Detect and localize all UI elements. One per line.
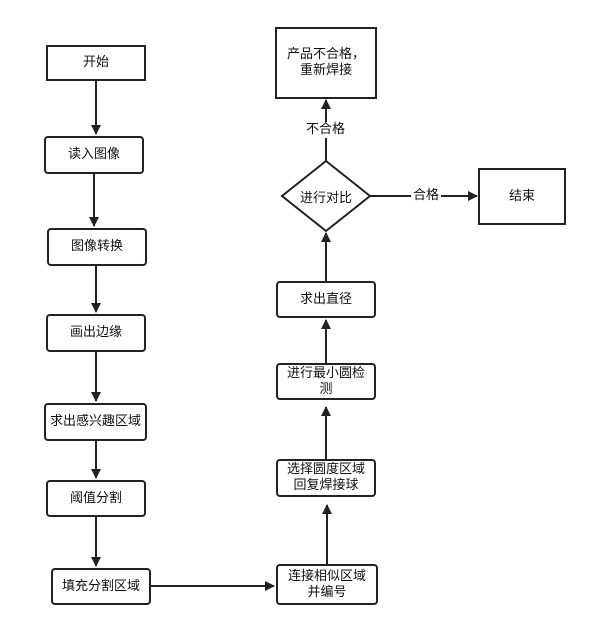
node-select-circularity: 选择圆度区域回复焊接球 [276,459,376,497]
decision-diamond [280,159,372,233]
node-connect-regions: 连接相似区域并编号 [276,564,378,605]
edge-label-pass: 合格 [411,188,442,204]
node-draw-edges: 画出边缘 [46,314,146,352]
node-convert-image: 图像转换 [47,228,147,266]
node-min-circle: 进行最小圆检测 [276,363,376,400]
node-diameter: 求出直径 [276,281,376,318]
node-start: 开始 [46,45,146,81]
node-fill-regions: 填充分割区域 [51,568,151,605]
node-threshold: 阈值分割 [46,480,146,517]
node-read-image: 读入图像 [44,136,144,174]
edge-label-fail: 不合格 [304,122,348,138]
node-roi: 求出感兴趣区域 [44,403,147,441]
node-fail-result: 产品不合格，重新焊接 [275,27,377,99]
node-compare: 进行对比 [299,190,352,206]
node-end: 结束 [478,168,566,225]
